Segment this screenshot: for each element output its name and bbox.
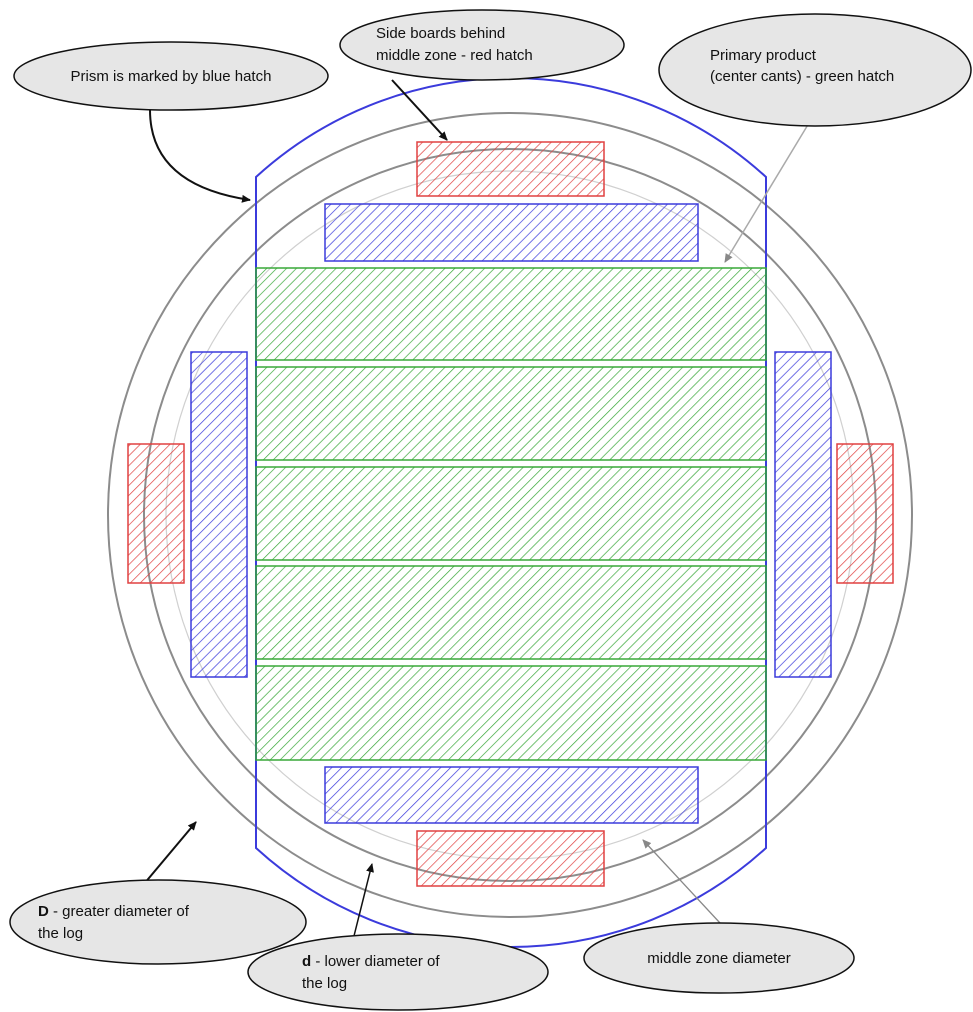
lower-diameter-callout: d - lower diameter of the log (247, 933, 549, 1011)
greater-diameter-callout-line1: D - greater diameter of (38, 903, 190, 920)
callout-bubble (658, 13, 972, 127)
center-cant-3 (255, 466, 767, 561)
side-board-bottom (416, 830, 605, 887)
middle-zone-callout-text: middle zone diameter (647, 950, 790, 967)
middle-zone-callout: middle zone diameter (583, 922, 855, 994)
prism-outline (255, 77, 767, 948)
callout-bubble (247, 933, 549, 1011)
greater-diameter-callout: D - greater diameter of the log (9, 879, 307, 965)
center-cant-5 (255, 665, 767, 761)
middle-zone-leader-arrow (642, 839, 721, 924)
side-board-top (416, 141, 605, 197)
callout-bubble (339, 9, 625, 81)
side-boards-callout-line1: Side boards behind (376, 25, 505, 42)
greater-diameter-symbol: D (38, 903, 49, 920)
lower-diameter-symbol: d (302, 953, 311, 970)
prism-board-left (190, 351, 248, 678)
side-board-right (836, 443, 894, 584)
callout-bubble (583, 922, 855, 994)
callout-bubble (13, 41, 329, 111)
side-boards-callout: Side boards behind middle zone - red hat… (339, 9, 625, 81)
prism-callout: Prism is marked by blue hatch (13, 41, 329, 111)
prism-board-right (774, 351, 832, 678)
prism-callout-text: Prism is marked by blue hatch (71, 68, 272, 85)
prism-leader-arrow (149, 109, 251, 203)
primary-leader-arrow (724, 117, 813, 263)
side-board-left (127, 443, 185, 584)
center-cant-2 (255, 366, 767, 461)
prism-board-top (324, 203, 699, 262)
greater-diameter-callout-line2: the log (38, 925, 83, 942)
greater-diameter-text: - greater diameter of (49, 903, 190, 920)
lower-diameter-text: - lower diameter of (311, 953, 440, 970)
side-boards-callout-line2: middle zone - red hatch (376, 47, 533, 64)
primary-callout-line1: Primary product (710, 47, 817, 64)
greater-diameter-circle (107, 112, 913, 918)
primary-callout-line2: (center cants) - green hatch (710, 68, 894, 85)
center-cant-1 (255, 267, 767, 361)
primary-product-callout: Primary product (center cants) - green h… (658, 13, 972, 127)
prism-board-bottom (324, 766, 699, 824)
center-cant-4 (255, 565, 767, 660)
lower-diameter-callout-line2: the log (302, 975, 347, 992)
side-boards-leader-arrow (391, 79, 448, 141)
lower-diameter-callout-line1: d - lower diameter of (302, 953, 440, 970)
callout-bubble (9, 879, 307, 965)
